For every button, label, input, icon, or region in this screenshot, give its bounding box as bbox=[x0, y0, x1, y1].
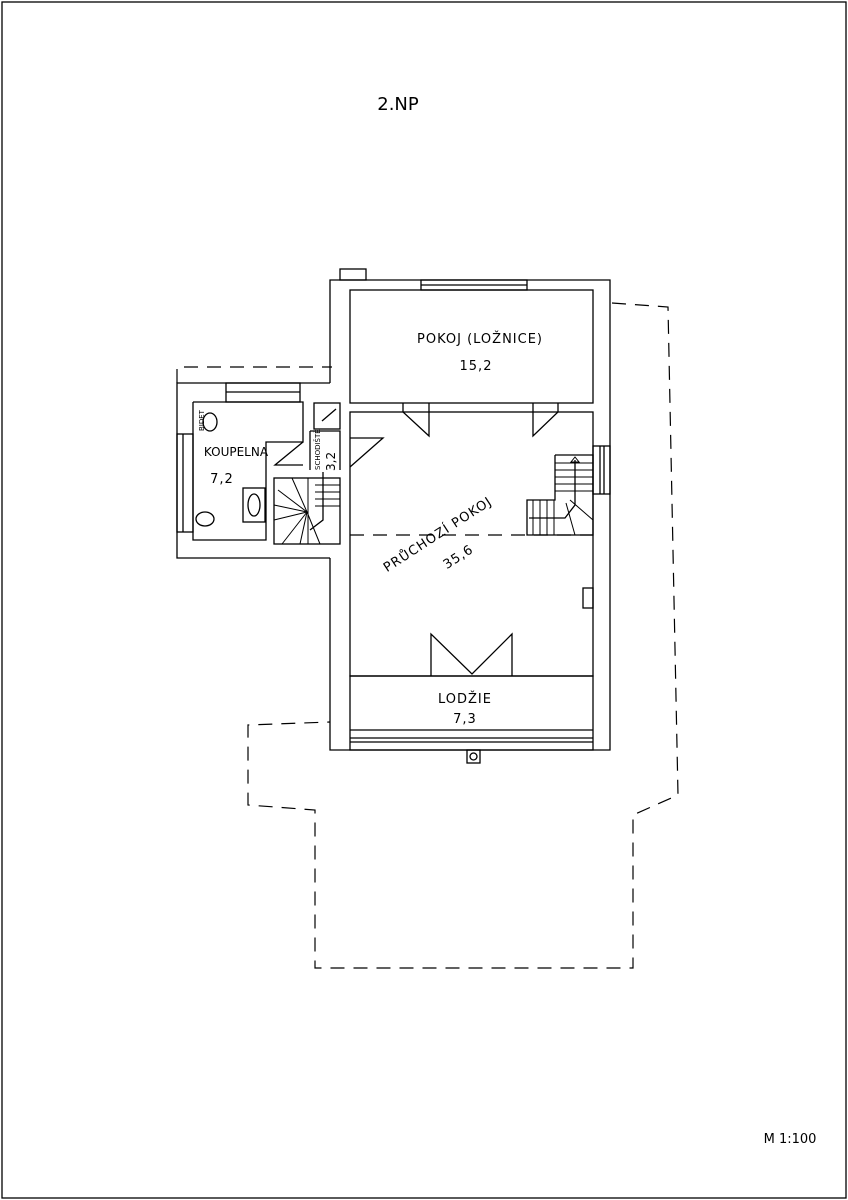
window-right bbox=[592, 445, 611, 495]
bidet-label: BIDET bbox=[198, 409, 206, 431]
scale-label: M 1:100 bbox=[764, 1132, 817, 1147]
door-bedroom-2 bbox=[532, 403, 559, 438]
door-bedroom-1 bbox=[402, 403, 430, 438]
room-area-bathroom: 7,2 bbox=[210, 472, 234, 487]
room-label-bedroom: POKOJ (LOŽNICE) bbox=[417, 331, 543, 347]
room-bedroom bbox=[349, 289, 594, 404]
room-area-bedroom: 15,2 bbox=[460, 359, 493, 374]
door-loggia bbox=[430, 632, 513, 676]
room-area-living: 35,6 bbox=[441, 542, 477, 573]
toilet-icon bbox=[195, 511, 215, 527]
exterior-walls bbox=[176, 268, 611, 751]
room-area-loggia: 7,3 bbox=[453, 712, 477, 727]
shower-icon bbox=[313, 402, 341, 430]
plan-title: 2.NP bbox=[377, 94, 419, 115]
bidet-icon bbox=[202, 412, 218, 432]
room-bathroom bbox=[176, 382, 304, 541]
room-label-bathroom: KOUPELNA bbox=[204, 445, 269, 459]
room-label-stairs: SCHODIŠTĚ bbox=[313, 429, 322, 470]
bathtub-icon bbox=[242, 487, 266, 523]
stairs-left bbox=[273, 430, 385, 545]
room-area-stairs: 3,2 bbox=[324, 452, 338, 471]
roof-outline-right bbox=[247, 302, 679, 969]
stairs-right bbox=[526, 454, 594, 536]
room-loggia bbox=[349, 675, 594, 764]
room-label-loggia: LODŽIE bbox=[438, 691, 492, 707]
roof-outline-left bbox=[176, 366, 332, 383]
room-living bbox=[349, 411, 594, 677]
chimney-niche bbox=[582, 587, 594, 609]
